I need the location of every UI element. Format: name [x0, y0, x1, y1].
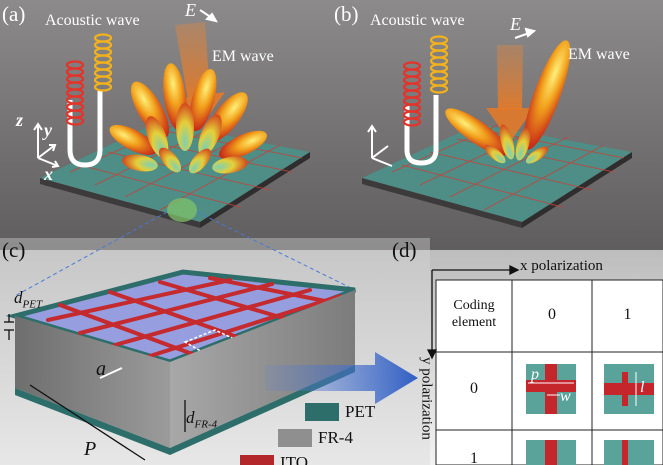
d-pet-subscript: PET: [22, 298, 43, 311]
zoom-spot: [167, 198, 197, 222]
em-wave-label-a: EM wave: [212, 48, 274, 65]
d-fr4-symbol: d: [186, 408, 195, 427]
symbol-p: p: [531, 366, 539, 383]
table-header-1: 1: [623, 306, 632, 323]
e-field-label-b: E: [510, 14, 521, 34]
period-p-label: P: [84, 438, 97, 460]
x-polarization-label: x polarization: [520, 258, 603, 274]
d-fr4-subscript: FR-4: [194, 418, 218, 431]
coding-element-1: [604, 364, 654, 414]
symbol-l: l: [640, 379, 645, 396]
acoustic-transducer-b: [402, 35, 449, 166]
d-pet-symbol: d: [14, 288, 23, 307]
panel-label-a: (a): [2, 2, 26, 26]
zoom-arrow: [265, 352, 418, 404]
scattering-pattern-beam: [445, 40, 571, 164]
d-pet-label: dPET: [14, 288, 42, 310]
table-row-0: 0: [470, 380, 478, 397]
d-fr4-label: dFR-4: [186, 408, 217, 430]
table-header-0: 0: [548, 306, 556, 323]
panel-label-b: (b): [334, 2, 359, 26]
panel-label-d: (d): [392, 238, 417, 262]
table-row-1: 1: [470, 450, 478, 465]
acoustic-wave-label-b: Acoustic wave: [370, 12, 465, 29]
symbol-w: w: [560, 388, 571, 405]
e-field-label-a: E: [185, 0, 196, 20]
em-wave-label-b: EM wave: [568, 46, 630, 63]
coding-element-0: [526, 364, 576, 414]
coordinate-axes: [33, 122, 60, 168]
period-a-label: a: [96, 358, 106, 380]
scattering-pattern-diffuse: [109, 63, 267, 174]
panel-label-c: (c): [2, 238, 26, 262]
x-axis-label: x: [44, 164, 53, 184]
em-beam-b: [497, 45, 523, 110]
z-axis-label: z: [16, 110, 24, 130]
legend-label-ito: ITO: [280, 453, 309, 465]
legend-label-fr4: FR-4: [318, 428, 353, 447]
y-axis-label: y: [44, 120, 52, 140]
legend-swatch-pet: [305, 403, 339, 421]
legend-swatch-fr4: [278, 429, 312, 447]
acoustic-transducer-a: [65, 33, 113, 168]
metasurface-board-b: [362, 121, 632, 228]
legend-swatch-ito: [240, 455, 274, 465]
y-polarization-label: y polarization: [418, 357, 435, 440]
coding-element-row2: [526, 440, 654, 465]
table-header-coding-element: Coding element: [451, 298, 497, 330]
legend-label-pet: PET: [345, 402, 376, 421]
coordinate-axes-b: [367, 124, 393, 167]
acoustic-wave-label-a: Acoustic wave: [45, 12, 140, 29]
